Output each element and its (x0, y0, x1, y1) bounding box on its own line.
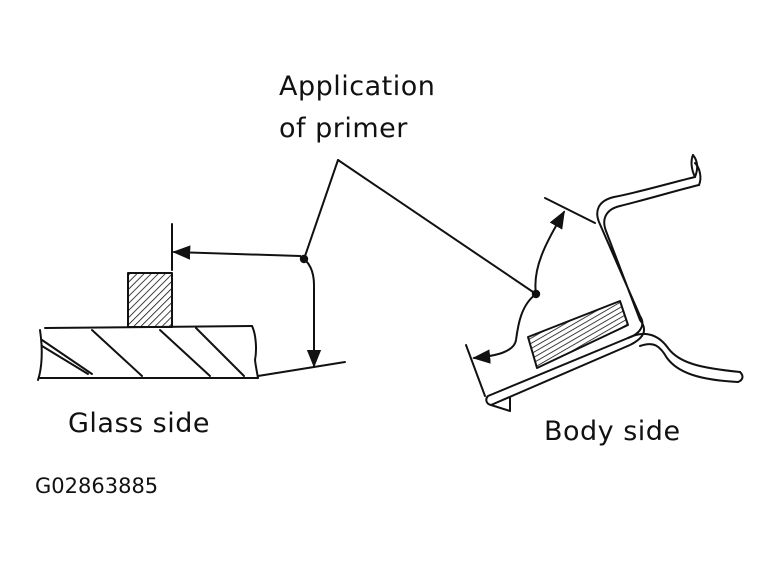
body-panel (485, 154, 744, 412)
callout-label-line2: of primer (279, 113, 408, 144)
glass-side-label: Glass side (68, 408, 211, 439)
figure-code: G02863885 (35, 474, 159, 498)
body-primer-block (527, 300, 629, 369)
glass-dimension (171, 223, 346, 377)
body-dimension (465, 197, 596, 397)
callout-label-line1: Application (279, 71, 436, 102)
body-side-label: Body side (544, 416, 681, 447)
glass-panel (37, 325, 259, 381)
callout-leaders (303, 159, 537, 295)
glass-primer-block (127, 272, 173, 328)
